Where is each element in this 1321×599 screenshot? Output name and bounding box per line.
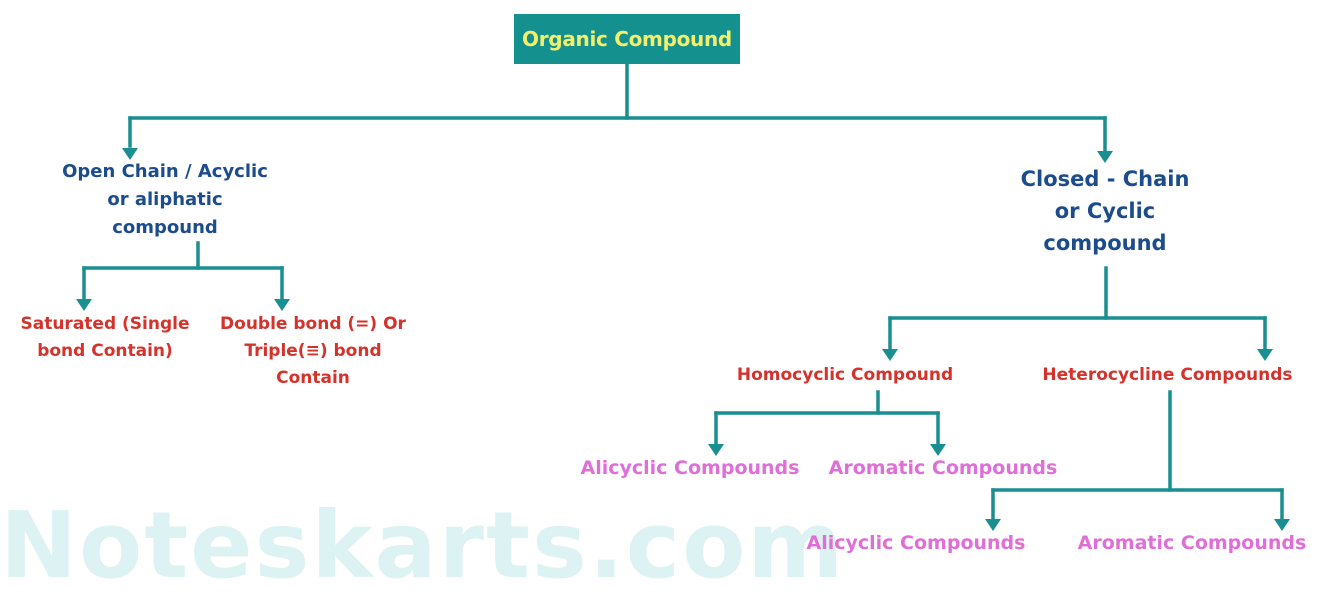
node-closed-chain: Closed - Chain or Cyclic compound <box>1020 167 1190 255</box>
arrow-head-icon <box>930 444 946 456</box>
node-saturated: Saturated (Single bond Contain) <box>20 314 190 361</box>
root-node-organic-compound: Organic Compound <box>514 14 740 64</box>
arrow-head-icon <box>882 349 898 361</box>
connector-lines <box>76 62 1290 531</box>
node-homo-aromatic: Aromatic Compounds <box>828 457 1058 479</box>
arrow-head-icon <box>985 519 1001 531</box>
arrow-head-icon <box>1274 519 1290 531</box>
node-homo-alicyclic: Alicyclic Compounds <box>580 457 800 479</box>
node-hetero-alicyclic: Alicyclic Compounds <box>806 532 1026 554</box>
arrow-head-icon <box>76 299 92 311</box>
node-open-chain: Open Chain / Acyclic or aliphatic compou… <box>62 161 268 238</box>
arrow-head-icon <box>1257 349 1273 361</box>
root-node-label: Organic Compound <box>522 27 732 51</box>
node-heterocyclic: Heterocycline Compounds <box>1042 365 1293 385</box>
node-homocyclic: Homocyclic Compound <box>736 365 954 385</box>
arrow-head-icon <box>1097 151 1113 163</box>
arrow-head-icon <box>122 148 138 160</box>
node-hetero-aromatic: Aromatic Compounds <box>1077 532 1307 554</box>
node-unsaturated: Double bond (=) Or Triple(≡) bond Contai… <box>220 314 406 388</box>
watermark-text: Noteskarts.com <box>0 492 846 599</box>
arrow-head-icon <box>708 444 724 456</box>
arrow-head-icon <box>274 299 290 311</box>
